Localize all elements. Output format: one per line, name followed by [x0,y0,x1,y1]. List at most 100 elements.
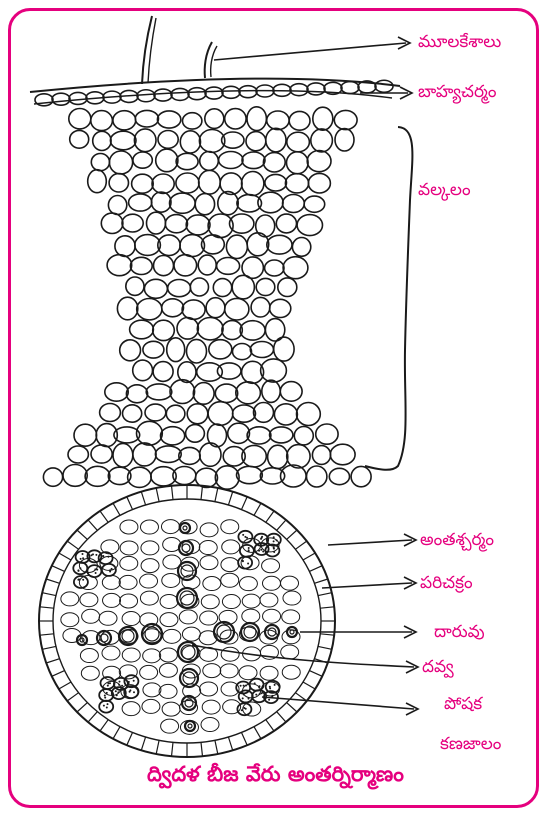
cortex-cell [307,466,327,487]
cortex-cell [177,318,198,340]
phloem-dot [107,703,109,705]
cortex-cell [334,110,357,129]
endodermis-cell-wall [295,541,306,549]
stele-cell [203,664,221,678]
phloem-dot [118,684,120,686]
cortex-cell [180,131,200,153]
phloem-dot [248,547,250,549]
cortex-cell [198,255,216,275]
epidermis-cell [154,89,172,101]
phloem-dot [109,682,111,684]
stele-cell [283,591,301,605]
stele-cell [222,595,240,609]
endodermis-cell-wall [127,497,133,510]
phloem-dot [259,693,261,695]
cortex-cell [93,131,111,150]
cortex-cell [287,152,309,174]
endodermis-cell-wall [303,682,315,689]
cortex-cell [179,447,200,464]
endodermis-cell-wall [314,579,327,583]
phloem-dot [273,547,275,549]
cortex-cell [312,446,330,465]
phloem-dot [104,697,106,699]
cortex-cell [256,278,275,295]
endodermis-cell-wall [266,720,274,731]
phloem-dot [261,692,263,694]
cortex-cell [270,427,293,443]
phloem-dot [109,571,111,573]
endodermis-cell-wall [287,530,297,539]
cortex-cell [197,363,223,381]
label-root-hairs: మూలకేశాలు [418,32,501,52]
label-phloem-line1: పోషక [444,694,482,714]
cortex-cell [126,385,147,403]
endodermis-cell-wall [100,511,108,522]
cortex-cell [105,383,128,401]
cortex-cell [168,280,191,297]
endodermis-cell-wall [46,659,59,663]
endodermis-cell-wall [320,607,334,608]
endodermis-cell-wall [242,497,248,510]
cortex-cell [308,173,330,193]
cortex-cell [120,340,141,361]
cortex-cell [43,468,62,486]
epidermis-cell [290,84,308,96]
endodermis-cell-wall [172,742,174,756]
phloem-dot [259,685,261,687]
cortex-cell [236,382,261,404]
endodermis-cell-wall [201,486,203,500]
endodermis-cell-wall [113,503,120,515]
cortex-cell [200,443,221,466]
cortex-cell [222,321,242,340]
phloem-dot [128,682,130,684]
endodermis-cell-wall [287,703,297,712]
stele-cell [263,609,281,623]
phloem-dot [242,534,244,536]
phloem-dot [121,685,123,687]
cortex-cell [215,466,239,489]
cortex-cell [329,468,349,484]
stele-cell [179,610,197,624]
cortex-cell [91,154,109,171]
phloem-dot [102,555,104,557]
cortex-cell [225,109,246,129]
stele-cell [99,611,117,625]
cortex-cell [276,214,296,233]
stele-cell [82,609,100,623]
phloem-dot [96,569,98,571]
epidermis-cell [205,87,223,99]
cortex-cell [187,404,208,424]
label-cortex: వల్కలం [418,180,471,200]
stele-cell [161,719,179,733]
leader-endodermis [328,540,412,545]
stele-cell [199,541,217,555]
cortex-cell [153,320,175,340]
cortex-cell [193,383,214,405]
cortex-cell [316,424,338,444]
phloem-dot [243,694,245,696]
cortex-cell [247,427,271,444]
cortex-cell [190,278,208,296]
cortex-cell [297,403,321,426]
cortex-cell [311,129,333,152]
cortex-cell [115,236,135,257]
cortex-cell [283,257,308,279]
cortex-cell [133,152,152,168]
phloem-dot [78,570,80,572]
cortex-cell [304,196,325,212]
endodermis-cell-wall [320,634,334,635]
cortex-cell [143,341,164,358]
stele-cell [260,666,278,680]
phloem-dot [241,709,243,711]
cortex-cell [145,404,166,421]
endodermis-cell-wall [318,593,332,596]
phloem-dot [262,551,264,553]
endodermis-cell-wall [156,740,159,754]
phloem-dot [243,685,245,687]
phloem-dot [95,554,97,556]
phloem-dot [273,551,275,553]
phloem-dot [274,684,276,686]
cortex-cell [176,173,199,193]
phloem-dot [242,697,244,699]
cortex-cell [254,403,274,423]
